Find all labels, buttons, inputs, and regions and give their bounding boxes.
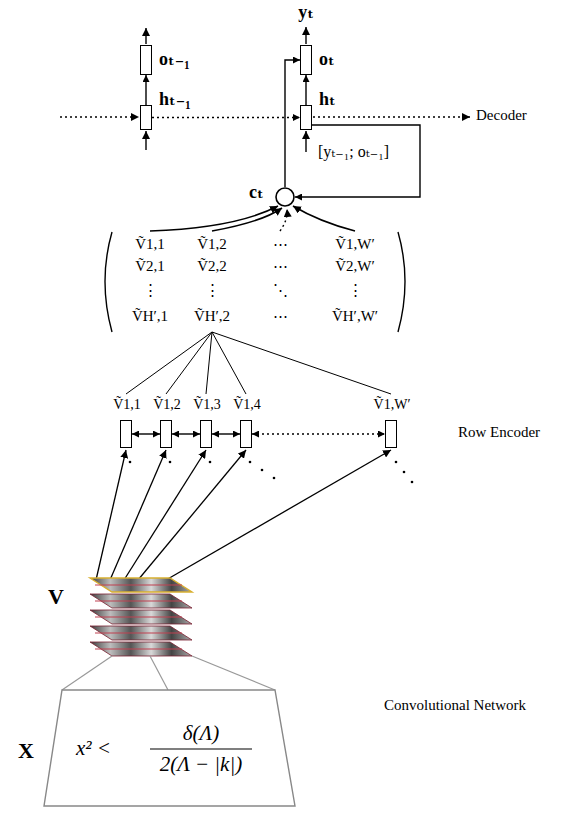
matrix-entry: Ṽ1,W′ <box>335 236 375 253</box>
variable-label: X <box>18 738 34 763</box>
matrix-entry: ⋯ <box>273 308 288 325</box>
circle-outline <box>275 187 295 207</box>
fan-lines <box>126 332 391 394</box>
matrix-entry: ṼH′,W′ <box>332 308 378 325</box>
matrix-entry: ⋮ <box>205 282 220 299</box>
section-label: Row Encoder <box>458 424 540 441</box>
node-label: Ṽ1,3 <box>193 397 221 413</box>
node-label: Ṽ1,1 <box>113 397 141 413</box>
formula-text: 2(Λ − |k|) <box>160 752 242 776</box>
matrix-entry: Ṽ2,W′ <box>335 258 375 275</box>
output-box: oₜ <box>300 45 312 75</box>
node-label: oₜ <box>319 49 335 70</box>
input-arrow <box>145 131 146 150</box>
connector <box>252 433 385 434</box>
attention-arrow <box>212 208 282 231</box>
attention-arrow <box>280 209 287 231</box>
formula-text: x² < <box>76 736 111 760</box>
variable-label: V <box>48 584 64 609</box>
feature-map-stack <box>90 578 192 656</box>
formula-text: δ(Λ) <box>183 721 219 745</box>
connector <box>285 60 300 187</box>
matrix-entry: Ṽ2,1 <box>135 258 165 275</box>
input-image <box>44 656 295 806</box>
matrix-entry: ⋮ <box>143 282 158 299</box>
input-arrow <box>305 131 306 152</box>
matrix-bracket <box>105 232 112 332</box>
encoder-cell: Ṽ1,1 <box>120 420 132 448</box>
context-circle: cₜ <box>275 187 295 207</box>
connector <box>305 75 306 105</box>
matrix-entry: ⋮ <box>348 282 363 299</box>
section-label: Convolutional Network <box>384 697 526 714</box>
hidden-state-box: hₜ₋₁ <box>140 105 152 130</box>
encoder-cell: Ṽ1,4 <box>240 420 252 448</box>
hidden-state-box: hₜ <box>300 105 312 130</box>
matrix-entry: ṼH′,2 <box>194 308 230 325</box>
connector <box>295 125 420 197</box>
connector <box>172 433 200 434</box>
attention-arrow <box>293 206 355 231</box>
section-label: Decoder <box>476 107 527 124</box>
matrix-entry: ⋱ <box>273 282 288 299</box>
encoder-cell: Ṽ1,W′ <box>385 420 397 448</box>
output-arrow <box>145 28 146 44</box>
input-label: [yₜ₋₁; oₜ₋₁] <box>318 143 389 161</box>
connector <box>212 433 240 434</box>
matrix-entry: ⋯ <box>273 258 288 275</box>
node-label: hₜ₋₁ <box>159 89 191 110</box>
node-label: Ṽ1,W′ <box>374 397 411 413</box>
node-label: oₜ₋₁ <box>159 49 190 70</box>
node-label: cₜ <box>249 182 264 203</box>
connector <box>152 117 300 118</box>
output-box: oₜ₋₁ <box>140 45 152 75</box>
encoder-cell: Ṽ1,3 <box>200 420 212 448</box>
matrix-entry: ṼH′,1 <box>132 308 168 325</box>
output-arrow <box>305 27 306 44</box>
matrix-entry: ⋯ <box>273 236 288 253</box>
feature-arrows <box>96 450 391 580</box>
node-label: hₜ <box>319 89 336 110</box>
matrix-entry: Ṽ2,2 <box>197 258 227 275</box>
connector <box>145 75 146 105</box>
recurrent-line <box>60 116 139 117</box>
output-label: yₜ <box>298 2 314 23</box>
connector <box>132 433 160 434</box>
node-label: Ṽ1,2 <box>153 397 181 413</box>
matrix-entry: Ṽ1,2 <box>197 236 227 253</box>
matrix-bracket <box>398 232 405 332</box>
encoder-cell: Ṽ1,2 <box>160 420 172 448</box>
recurrent-line <box>313 116 470 117</box>
dots <box>129 461 414 484</box>
node-label: Ṽ1,4 <box>233 397 261 413</box>
matrix-entry: Ṽ1,1 <box>135 236 165 253</box>
